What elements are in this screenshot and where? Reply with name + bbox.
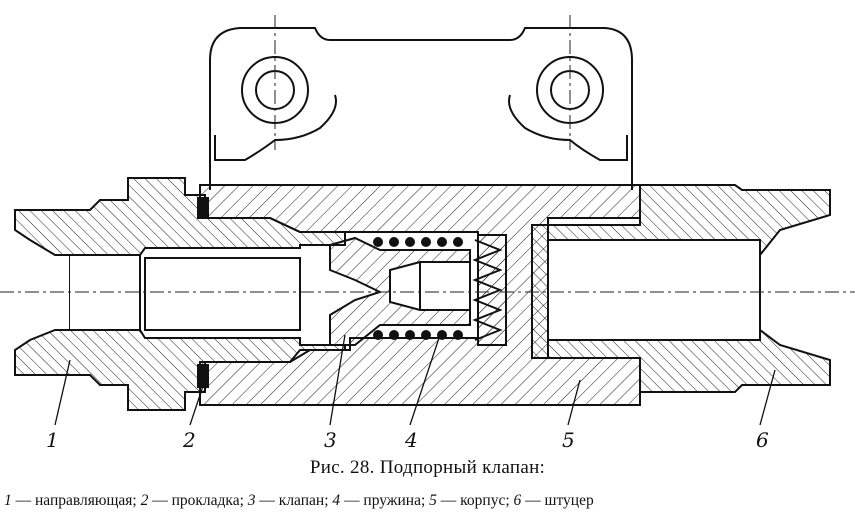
- legend-text-5: корпус: [460, 492, 506, 509]
- gasket-part: [197, 364, 209, 388]
- legend-num-6: 6: [513, 492, 522, 509]
- leader-line-6: [759, 369, 776, 426]
- callout-4: 4: [405, 428, 418, 452]
- mounting-bracket: [209, 27, 633, 190]
- callout-6: 6: [756, 428, 769, 452]
- leader-line-4: [409, 334, 441, 426]
- figure-caption-legend: 1 — направляющая; 2 — прокладка; 3 — кла…: [4, 492, 594, 509]
- figure-caption-title: Рис. 28. Подпорный клапан:: [309, 457, 546, 478]
- spring-part: [373, 237, 463, 340]
- legend-text-3: клапан: [278, 492, 325, 509]
- legend-text-4: пружина: [363, 492, 421, 509]
- legend-num-4: 4: [332, 492, 341, 509]
- legend-num-3: 3: [247, 492, 256, 509]
- leader-line-1: [54, 359, 71, 426]
- guide-part: [14, 177, 346, 411]
- callout-3: 3: [324, 428, 337, 452]
- leader-line-3: [329, 334, 346, 426]
- legend-num-2: 2: [140, 492, 149, 509]
- callout-1: 1: [46, 428, 59, 452]
- legend-text-1: направляющая: [35, 492, 133, 509]
- legend-num-5: 5: [429, 492, 437, 509]
- legend-num-1: 1: [4, 492, 12, 509]
- spring-coils-right: [472, 234, 507, 346]
- legend-text-6: штуцер: [544, 492, 594, 509]
- legend-text-2: прокладка: [171, 492, 240, 509]
- callout-5: 5: [562, 428, 575, 452]
- valve-cross-section-drawing: [0, 15, 855, 426]
- callout-2: 2: [183, 428, 196, 452]
- leader-line-5: [567, 379, 581, 426]
- fitting-part: [531, 184, 831, 393]
- leader-line-2: [189, 379, 206, 426]
